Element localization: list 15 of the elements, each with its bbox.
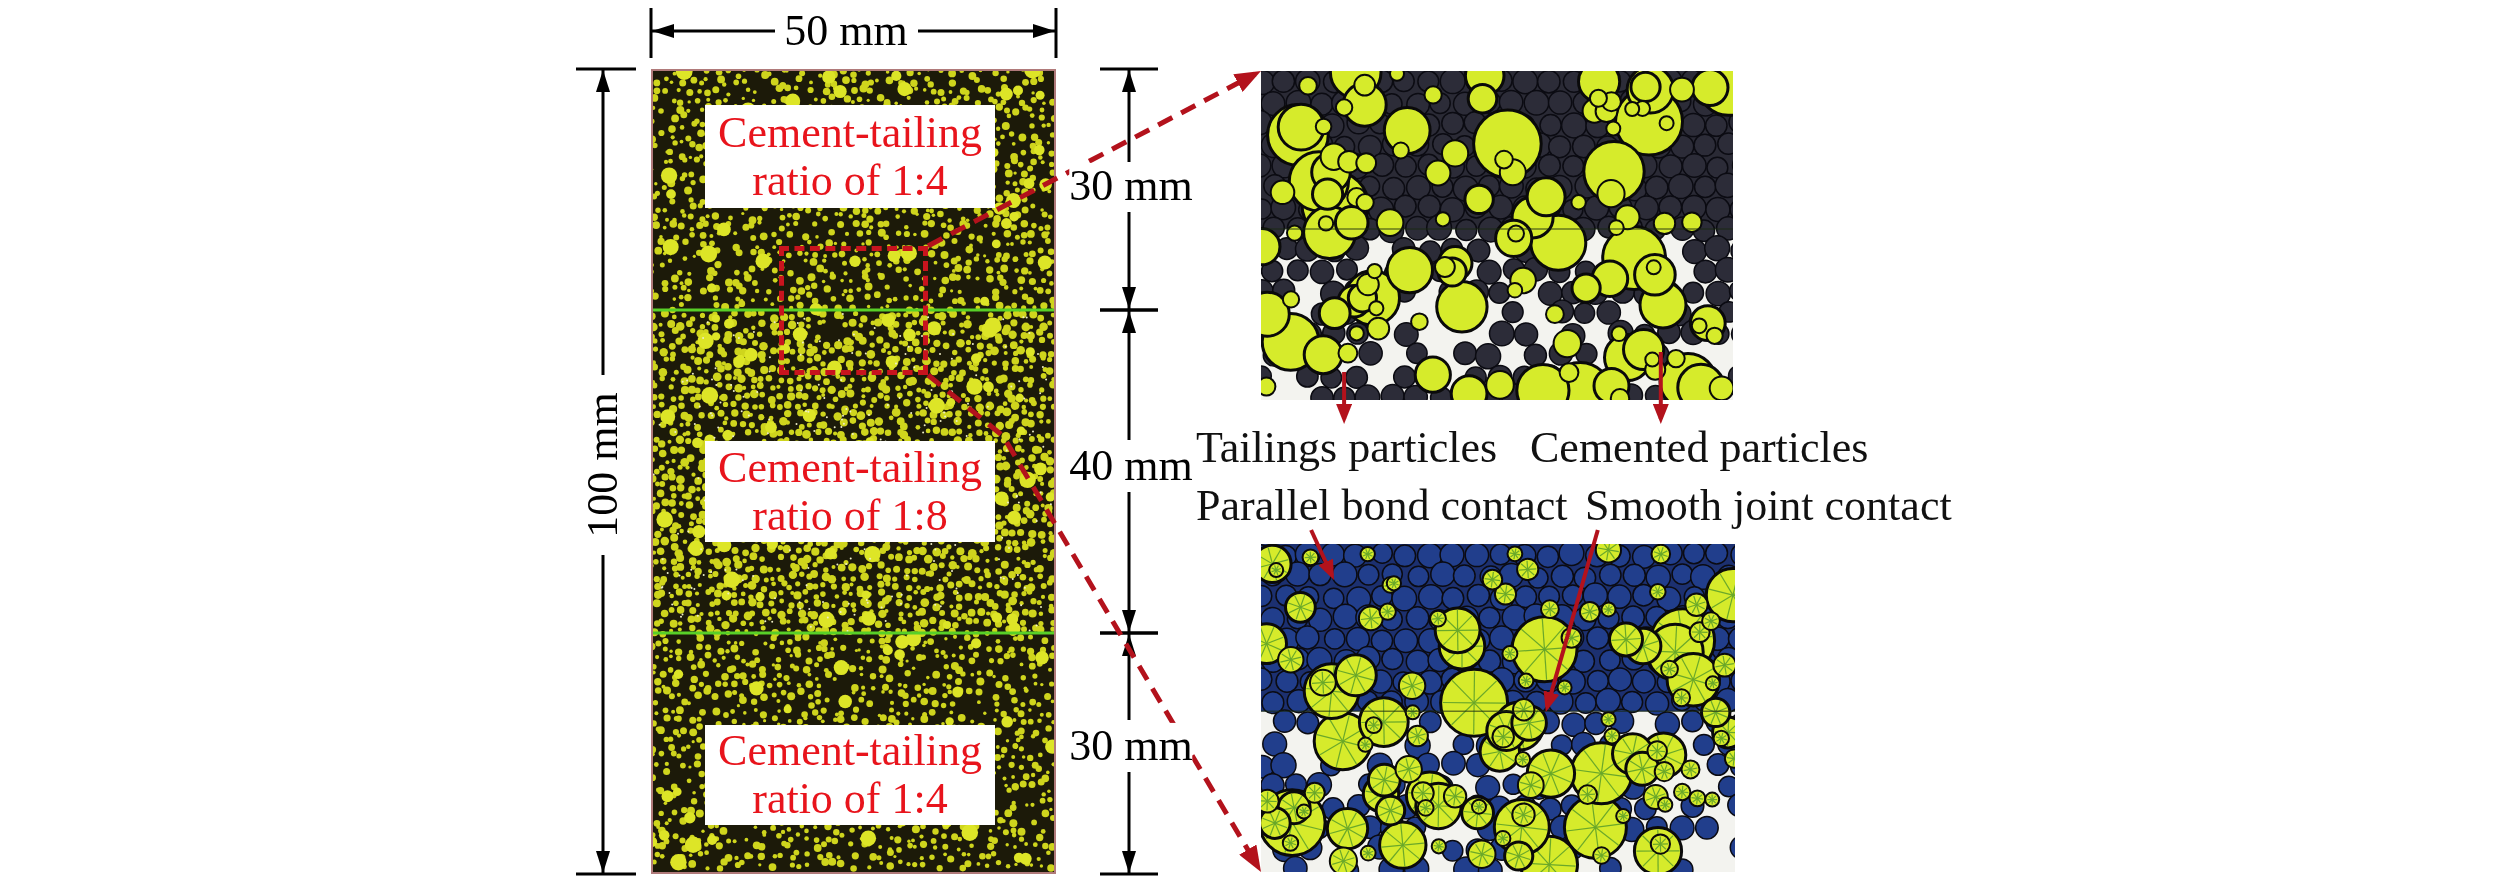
zoom-arrow xyxy=(926,373,1261,872)
annotation-label: Parallel bond contact xyxy=(1196,482,1568,530)
particle-closeup-image xyxy=(1261,71,1733,400)
layer-label: Cement-tailing ratio of 1:8 xyxy=(705,441,995,542)
leader-arrow xyxy=(1336,372,1353,424)
particle-specimen-image xyxy=(651,69,1056,874)
annotation-label: Cemented particles xyxy=(1530,424,1869,472)
annotation-label: Tailings particles xyxy=(1196,424,1498,472)
annotation-label: Smooth joint contact xyxy=(1585,482,1952,530)
leader-arrow xyxy=(1652,352,1669,424)
leader-arrow xyxy=(1309,529,1334,581)
zoom-region-frame xyxy=(779,246,928,375)
bonded-particle-closeup-image xyxy=(1261,544,1735,872)
layer-label: Cement-tailing ratio of 1:4 xyxy=(705,105,995,208)
layer-label: Cement-tailing ratio of 1:4 xyxy=(705,725,995,825)
